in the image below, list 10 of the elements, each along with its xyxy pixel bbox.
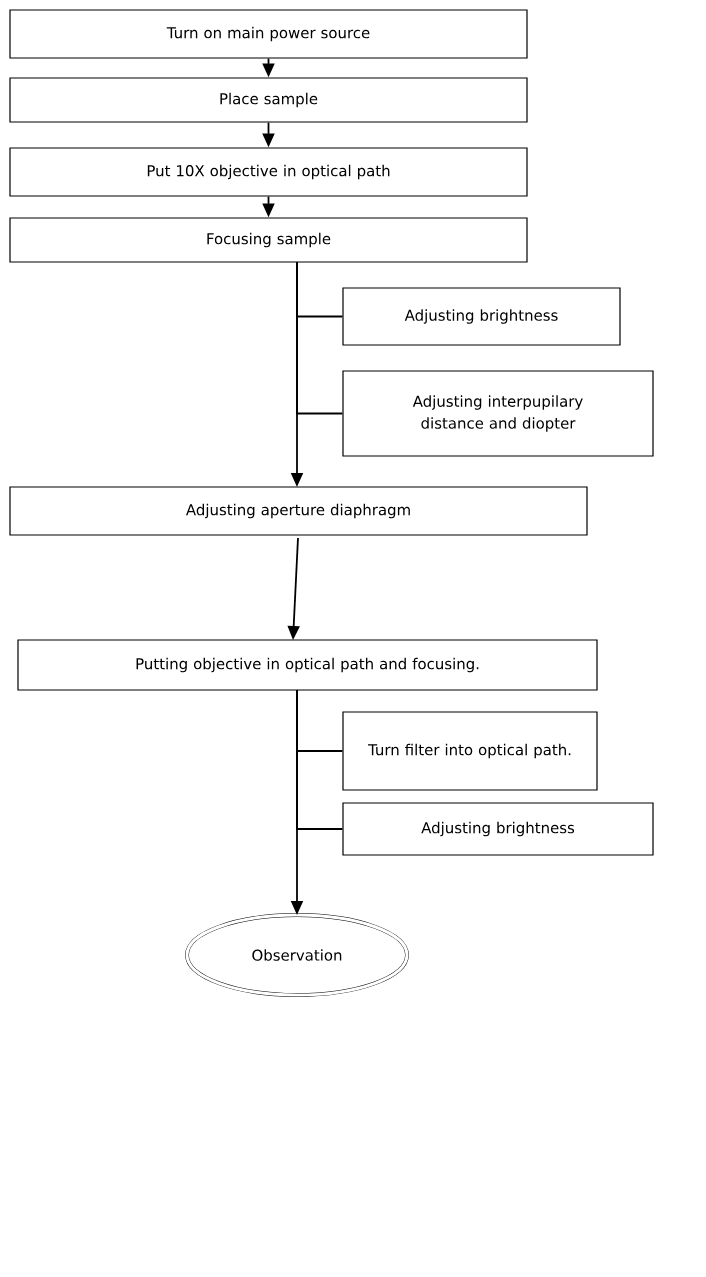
process-box: Focusing sample [9,217,528,263]
process-box: Adjusting aperture diaphragm [9,486,588,536]
process-box: Putting objective in optical path and focusing. [17,639,598,691]
process-box: Adjusting brightness [342,287,621,346]
process-box: Put 10X objective in optical path [9,147,528,197]
process-box: Turn on main power source [9,9,528,59]
process-box: Adjusting brightness [342,802,654,856]
process-box: Turn filter into optical path. [342,711,598,791]
process-box: Adjusting interpupilary distance and diopter [342,370,654,457]
process-box: Place sample [9,77,528,123]
